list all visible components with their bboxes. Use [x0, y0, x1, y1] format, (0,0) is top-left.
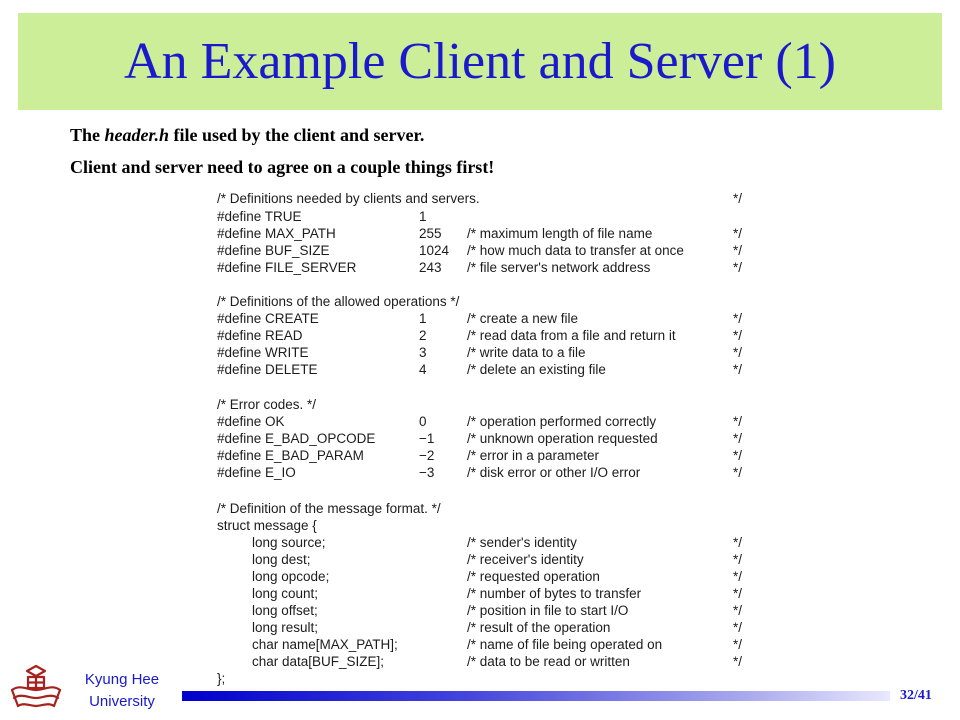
code-col-comment-end: */ [733, 603, 743, 618]
code-col-statement: #define BUF_SIZE [217, 243, 330, 258]
code-col-statement: char name[MAX_PATH]; [252, 637, 398, 652]
code-col-comment-end: */ [733, 569, 743, 584]
subtitle-prefix: The [70, 125, 105, 145]
code-col-comment: /* read data from a file and return it [467, 328, 676, 343]
code-col-statement: #define E_BAD_PARAM [217, 448, 364, 463]
code-col-statement: #define CREATE [217, 311, 319, 326]
code-col-statement: long result; [252, 620, 319, 635]
code-col-comment-end: */ [733, 637, 743, 652]
subtitle-line-1: The header.h file used by the client and… [70, 125, 424, 146]
code-col-comment: /* write data to a file [467, 345, 586, 360]
code-col-comment: /* sender's identity [467, 535, 577, 550]
code-col-comment: /* operation performed correctly [467, 414, 657, 429]
code-col-value: 1 [419, 209, 427, 224]
code-col-comment: /* result of the operation [467, 620, 611, 635]
code-col-statement: /* Error codes. */ [217, 397, 317, 412]
code-col-statement: #define MAX_PATH [217, 226, 336, 241]
code-col-statement: }; [217, 671, 226, 686]
code-col-comment: /* delete an existing file [467, 362, 606, 377]
code-col-statement: #define DELETE [217, 362, 318, 377]
code-col-comment-end: */ [733, 431, 743, 446]
code-col-comment-end: */ [733, 311, 743, 326]
code-col-value: 3 [419, 345, 427, 360]
code-col-value: 243 [419, 260, 442, 275]
code-col-statement: long count; [252, 586, 319, 601]
code-col-comment-end: */ [733, 345, 743, 360]
code-col-comment: /* maximum length of file name [467, 226, 653, 241]
code-col-comment-end: */ [733, 586, 743, 601]
code-col-comment: /* disk error or other I/O error [467, 465, 641, 480]
subtitle-suffix: file used by the client and server. [169, 125, 425, 145]
footer-gradient-bar [182, 691, 890, 701]
slide-title: An Example Client and Server (1) [124, 33, 836, 90]
code-col-statement: long dest; [252, 552, 311, 567]
code-col-statement: char data[BUF_SIZE]; [252, 654, 385, 669]
code-col-comment-end: */ [733, 620, 743, 635]
code-col-comment: /* name of file being operated on [467, 637, 663, 652]
university-name-line-2: University [89, 693, 155, 710]
code-col-comment-end: */ [733, 243, 743, 258]
code-listing: /* Definitions needed by clients and ser… [205, 185, 765, 695]
code-col-comment: /* file server's network address [467, 260, 651, 275]
code-col-value: −2 [419, 448, 435, 463]
code-col-comment-end: */ [733, 362, 743, 377]
subtitle-filename: header.h [104, 125, 170, 145]
code-col-comment: /* position in file to start I/O [467, 603, 629, 618]
page-number: 32/41 [900, 688, 932, 703]
code-col-value: 4 [419, 362, 427, 377]
code-col-comment-end: */ [733, 226, 743, 241]
code-col-statement: /* Definitions needed by clients and ser… [217, 191, 480, 206]
code-col-statement: #define OK [217, 414, 285, 429]
code-col-comment: /* how much data to transfer at once [467, 243, 684, 258]
code-col-value: 255 [419, 226, 442, 241]
code-col-statement: long opcode; [252, 569, 330, 584]
code-col-statement: /* Definitions of the allowed operations… [217, 294, 460, 309]
title-bar: An Example Client and Server (1) [18, 13, 942, 110]
code-col-value: 1024 [419, 243, 450, 258]
code-col-comment-end: */ [733, 414, 743, 429]
code-col-comment: /* create a new file [467, 311, 579, 326]
code-col-statement: #define READ [217, 328, 303, 343]
code-col-statement: long source; [252, 535, 326, 550]
code-col-comment: /* number of bytes to transfer [467, 586, 642, 601]
code-col-statement: #define TRUE [217, 209, 302, 224]
code-col-comment-end: */ [733, 328, 743, 343]
code-col-comment: /* data to be read or written [467, 654, 630, 669]
code-col-statement: #define E_BAD_OPCODE [217, 431, 376, 446]
code-col-comment: /* unknown operation requested [467, 431, 658, 446]
code-col-comment-end: */ [733, 260, 743, 275]
code-col-comment-end: */ [733, 535, 743, 550]
code-col-statement: /* Definition of the message format. */ [217, 501, 441, 516]
code-col-comment-end: */ [733, 654, 743, 669]
code-col-value: −1 [419, 431, 435, 446]
code-col-comment-end: */ [733, 465, 743, 480]
subtitle-line-2: Client and server need to agree on a cou… [70, 157, 495, 177]
code-col-value: −3 [419, 465, 435, 480]
code-col-comment-end: */ [733, 191, 743, 206]
university-name-line-1: Kyung Hee [84, 671, 160, 688]
code-col-statement: #define WRITE [217, 345, 309, 360]
code-col-comment-end: */ [733, 448, 743, 463]
code-col-statement: long offset; [252, 603, 318, 618]
university-logo-icon [10, 664, 62, 708]
code-col-value: 1 [419, 311, 427, 326]
code-col-statement: struct message { [217, 518, 317, 533]
code-col-value: 0 [419, 414, 427, 429]
code-col-comment: /* error in a parameter [467, 448, 600, 463]
code-col-value: 2 [419, 328, 427, 343]
code-col-statement: #define FILE_SERVER [217, 260, 357, 275]
code-col-comment-end: */ [733, 552, 743, 567]
code-col-statement: #define E_IO [217, 465, 296, 480]
code-col-comment: /* receiver's identity [467, 552, 584, 567]
code-col-comment: /* requested operation [467, 569, 600, 584]
